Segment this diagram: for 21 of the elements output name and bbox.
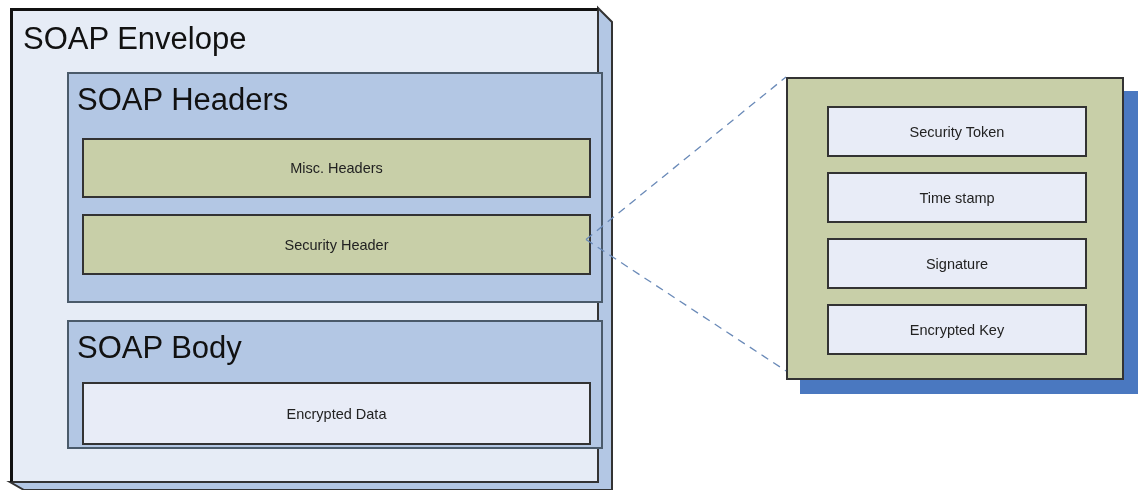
box-label: Security Header [284,236,389,253]
item-box [827,238,1087,289]
section-title: SOAP Headers [77,84,289,115]
box-label: Security Token [909,123,1005,140]
dashed-connector [585,76,787,241]
dashed-connector [585,238,787,372]
box-label: Encrypted Data [286,405,387,422]
item-box [827,304,1087,355]
section-box [67,320,603,449]
box-label: Misc. Headers [290,160,383,176]
box-label: Signature [925,255,989,272]
section-box [67,72,603,303]
header-box [82,214,591,275]
box-label: Time stamp [919,189,995,206]
item-box [827,106,1087,157]
box-label: Encrypted Key [909,321,1005,338]
section-title: SOAP Body [77,332,242,363]
item-box [82,382,591,445]
item-box [827,172,1087,223]
header-box [82,138,591,198]
section-title: SOAP Envelope [23,23,247,54]
